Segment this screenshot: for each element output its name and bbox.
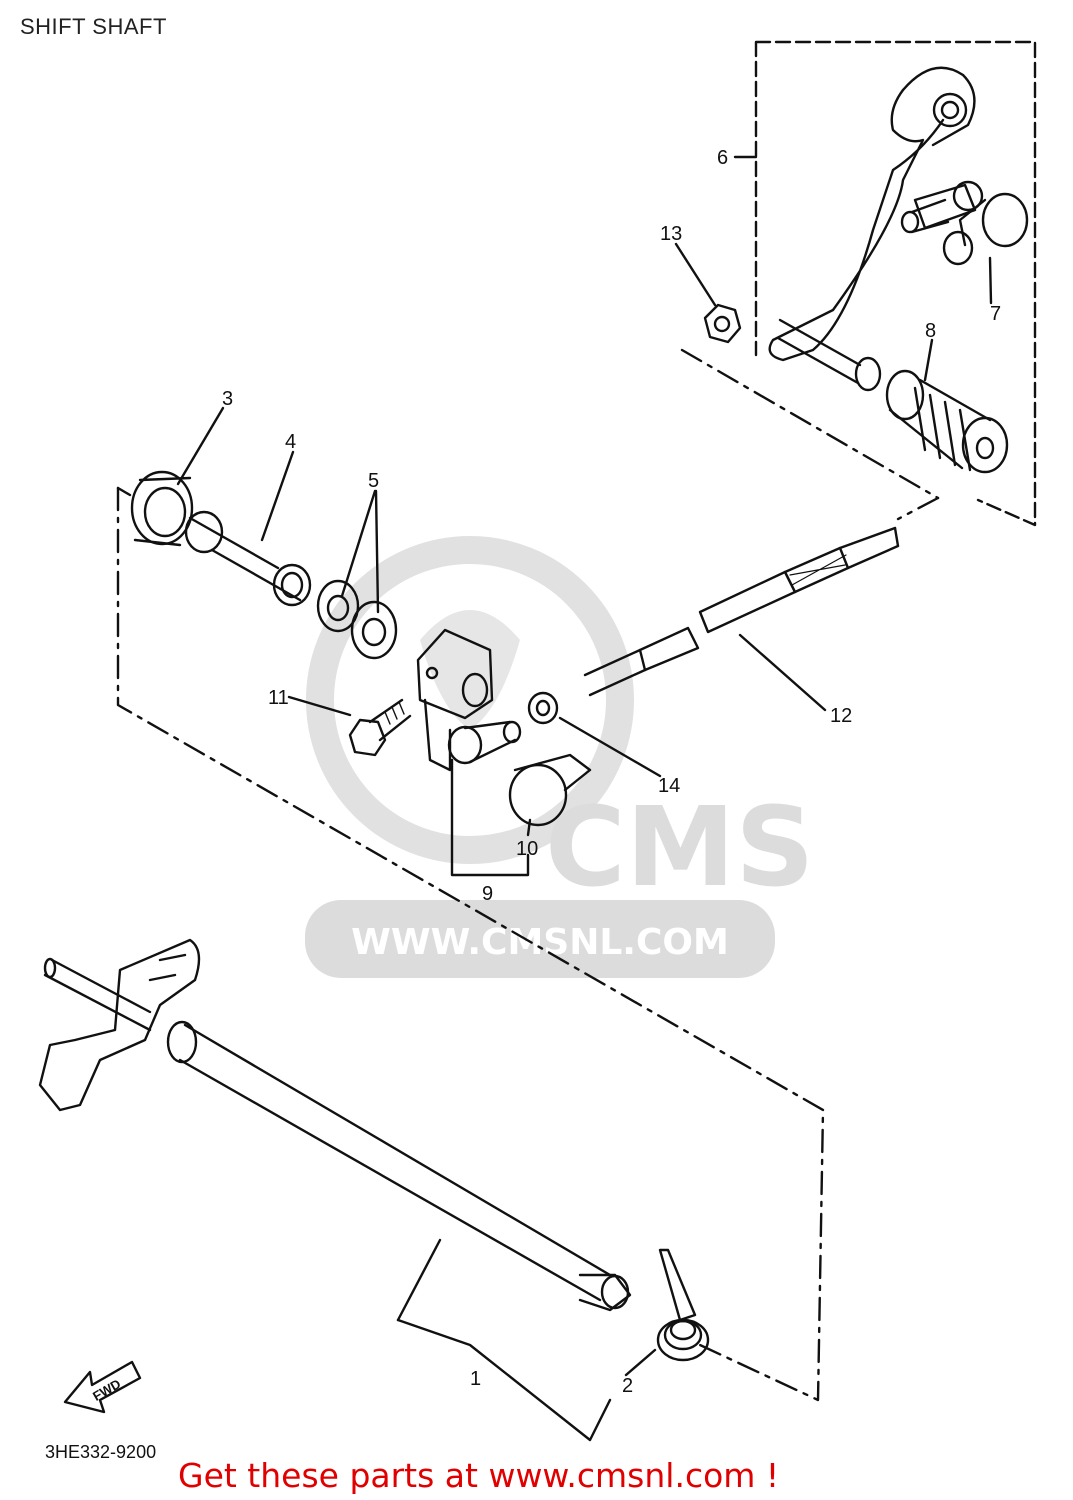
watermark-brand: CMS <box>545 783 814 911</box>
part-oil-seal <box>130 470 194 547</box>
fwd-label: FWD <box>90 1376 123 1404</box>
callout-5: 5 <box>368 470 379 492</box>
part-nut-13 <box>703 303 742 344</box>
part-shift-rod <box>583 526 900 697</box>
fwd-arrow-icon <box>63 1360 142 1414</box>
callout-14: 14 <box>658 775 680 797</box>
diagram-code: 3HE332-9200 <box>45 1442 156 1462</box>
callout-12: 12 <box>830 705 852 727</box>
callout-4: 4 <box>285 431 296 453</box>
callout-11: 11 <box>268 687 289 709</box>
footer-cta-link[interactable]: Get these parts at www.cmsnl.com ! <box>178 1456 780 1495</box>
part-shift-pedal <box>768 66 984 392</box>
part-shift-shaft <box>38 938 632 1312</box>
callout-7: 7 <box>990 303 1001 325</box>
part-clevis <box>900 192 1029 266</box>
callout-2: 2 <box>622 1375 633 1397</box>
watermark: CMS WWW.CMSNL.COM <box>305 536 814 978</box>
callout-6: 6 <box>717 147 728 169</box>
callout-13: 13 <box>660 223 682 245</box>
watermark-url: WWW.CMSNL.COM <box>351 922 729 963</box>
part-nut-14 <box>527 691 559 725</box>
callout-1: 1 <box>470 1368 481 1390</box>
pedal-assembly-box <box>754 40 1037 527</box>
part-foot-rubber <box>885 369 1009 474</box>
part-joint-10 <box>508 753 592 827</box>
part-collar <box>184 510 312 607</box>
callout-8: 8 <box>925 320 936 342</box>
part-bearings <box>316 579 398 660</box>
callout-labels: 1 2 3 4 5 6 7 8 9 10 11 12 13 14 <box>222 147 1001 1397</box>
part-bolt-11 <box>348 698 412 757</box>
callout-3: 3 <box>222 388 233 410</box>
part-shift-arm <box>416 628 522 772</box>
callout-9: 9 <box>482 883 493 905</box>
page-title: SHIFT SHAFT <box>20 14 167 39</box>
part-spring <box>656 1248 710 1362</box>
callout-10: 10 <box>516 838 538 860</box>
